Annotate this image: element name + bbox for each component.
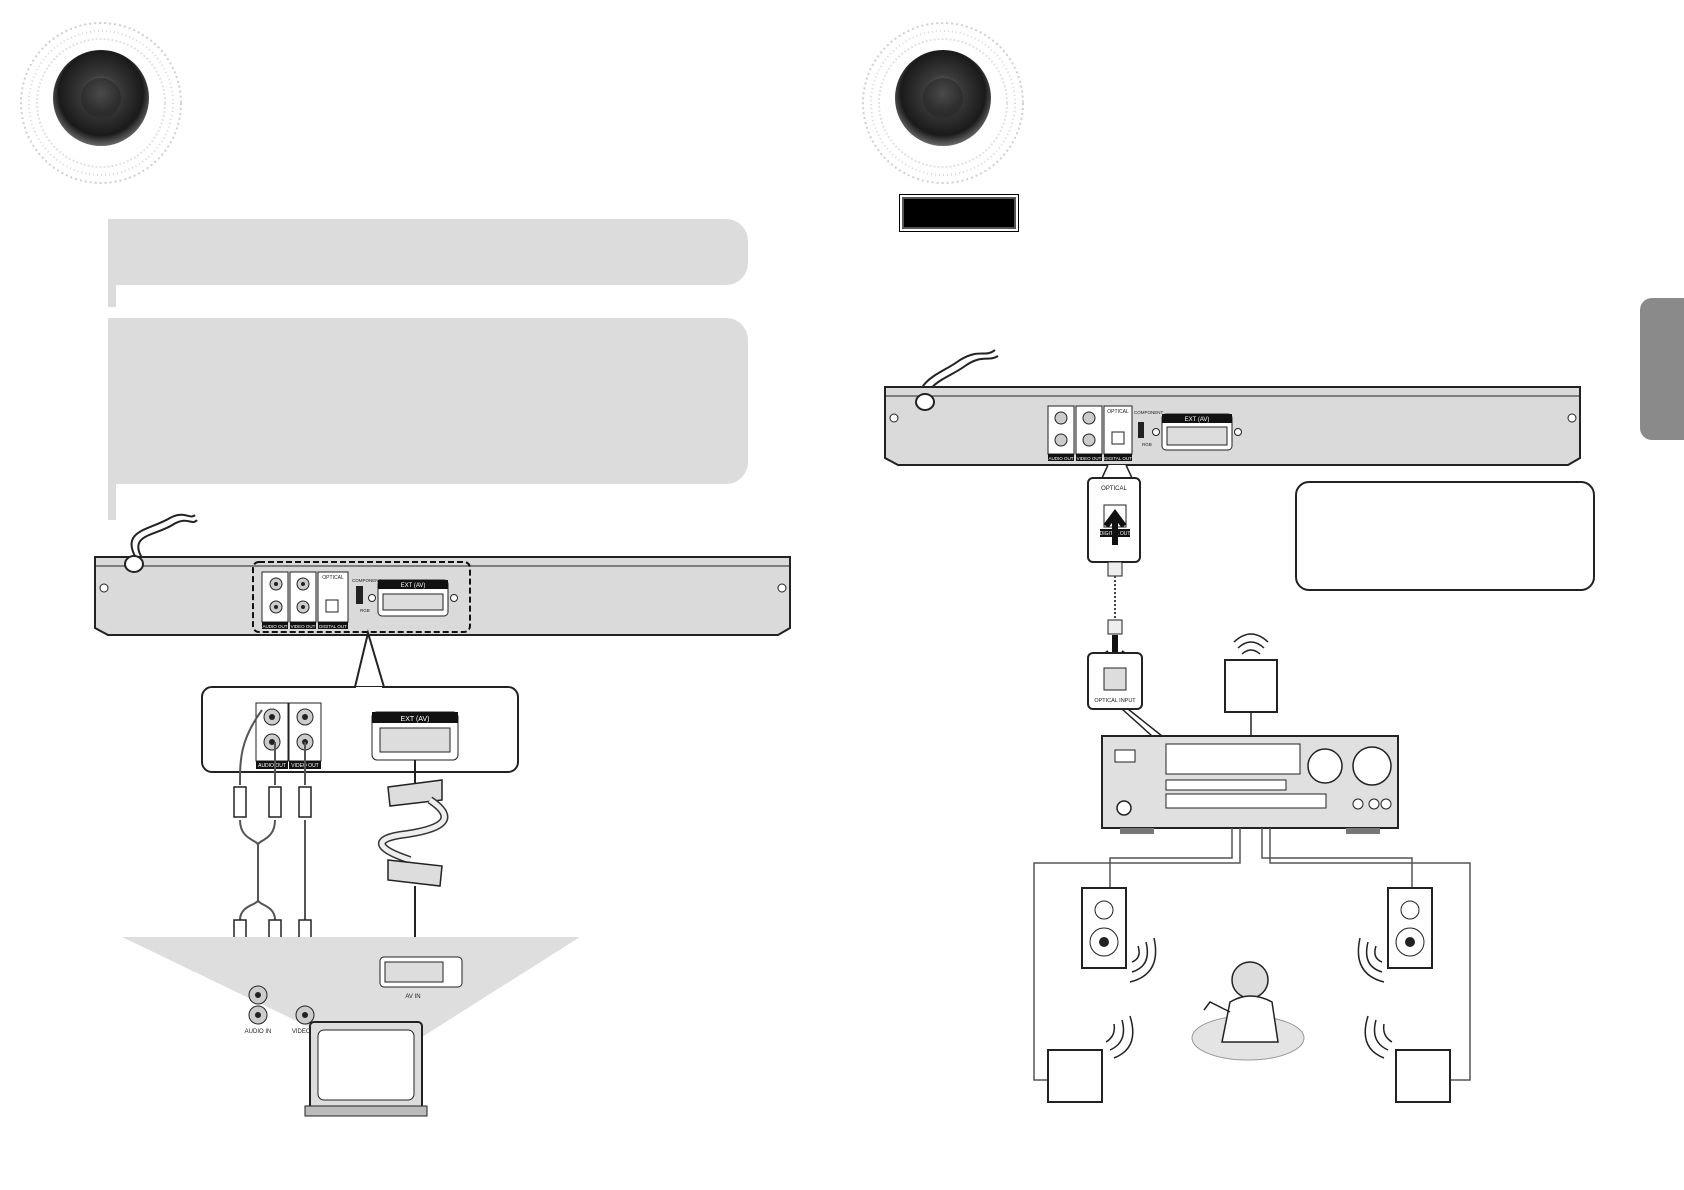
instruction-panel-top [108, 219, 748, 285]
callout-jacks: AUDIO OUT VIDEO OUT EXT (AV) [255, 702, 459, 769]
receiver-icon [1101, 735, 1399, 834]
ext-av-label-right: EXT (AV) [1185, 417, 1210, 423]
receiver-connection-diagram: OPTICAL COMPONENT RGB EXT (AV) AUDIO OUT… [884, 349, 1581, 1103]
speaker-logo-icon [20, 22, 182, 184]
rca-plug-icon [233, 786, 312, 951]
callout-ext-av-label: EXT (AV) [401, 716, 430, 723]
speaker-wires [1033, 828, 1471, 1081]
optical-label: OPTICAL [322, 575, 344, 581]
section-label-box [902, 197, 1016, 229]
callout-optical-label: OPTICAL [1101, 486, 1127, 492]
center-speaker-icon [1224, 633, 1278, 736]
speaker-logo-icon-right [862, 22, 1024, 184]
component-label: COMPONENT [352, 578, 382, 583]
instruction-panel-bottom-edge [108, 484, 116, 520]
speaker-icon-rear-left [1047, 1015, 1134, 1103]
video-in-label: VIDEO IN [292, 1029, 318, 1035]
digital-out-label: DIGITAL OUT [319, 624, 347, 629]
audio-in-label: AUDIO IN [245, 1029, 272, 1035]
component-label-right: COMPONENT [1134, 410, 1164, 415]
tv-inputs: AUDIO IN VIDEO IN AV IN [243, 956, 463, 1035]
callout-audio-out-label: AUDIO OUT [258, 763, 286, 769]
chapter-side-tab [1640, 298, 1684, 440]
digital-out-label-right: DIGITAL OUT [1104, 456, 1132, 461]
rgb-label: RGB [360, 608, 370, 613]
audio-out-label: AUDIO OUT [262, 624, 287, 629]
instruction-panel-top-edge [108, 285, 116, 307]
scart-plug-icon [377, 760, 449, 958]
speaker-icon-rear-right [1364, 1015, 1451, 1103]
video-out-label-right: VIDEO OUT [1077, 456, 1102, 461]
tv-connection-diagram: OPTICAL COMPONENT RGB EXT (AV) AUDIO OUT… [94, 513, 791, 1117]
video-out-label: VIDEO OUT [291, 624, 316, 629]
instruction-panel-bottom [108, 318, 748, 484]
dvd-player-rear-right: OPTICAL COMPONENT RGB EXT (AV) AUDIO OUT… [884, 386, 1581, 466]
audio-out-label-right: AUDIO OUT [1048, 456, 1073, 461]
sound-wave-icon [1233, 633, 1269, 655]
optical-input-label: OPTICAL INPUT [1094, 698, 1136, 704]
speaker-icon-front-right [1357, 887, 1433, 983]
note-box [1295, 481, 1595, 591]
ext-av-label: EXT (AV) [401, 583, 426, 589]
tv-icon [304, 1021, 428, 1117]
dvd-player-rear: OPTICAL COMPONENT RGB EXT (AV) AUDIO OUT… [94, 555, 791, 636]
listener-icon [1191, 961, 1305, 1061]
optical-label-right: OPTICAL [1107, 409, 1129, 415]
speaker-icon-front-left [1081, 887, 1157, 983]
rgb-label-right: RGB [1142, 442, 1152, 447]
av-in-label: AV IN [405, 994, 420, 1000]
